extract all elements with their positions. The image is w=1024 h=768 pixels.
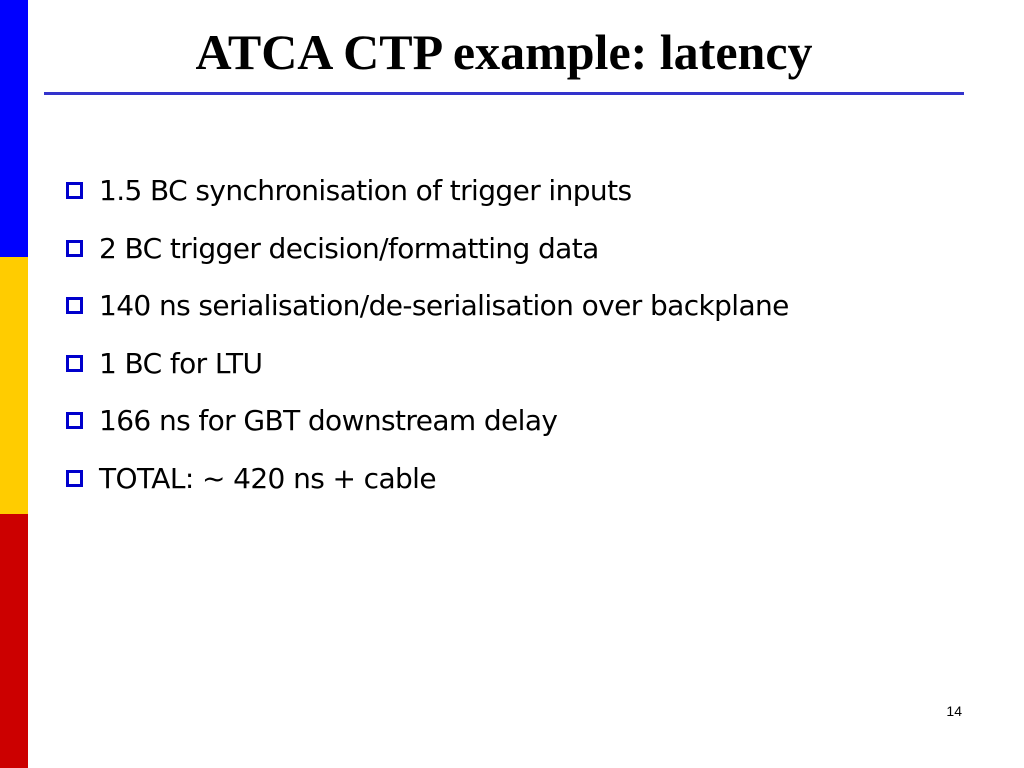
bullet-text: 166 ns for GBT downstream delay bbox=[99, 404, 558, 438]
title-underline bbox=[44, 92, 964, 95]
bullet-text: 140 ns serialisation/de-serialisation ov… bbox=[99, 289, 789, 323]
bullet-item: TOTAL: ~ 420 ns + cable bbox=[66, 450, 789, 508]
bullet-item: 1 BC for LTU bbox=[66, 335, 789, 393]
side-bar-blue-segment bbox=[0, 0, 28, 257]
hollow-square-bullet-icon bbox=[66, 182, 83, 200]
hollow-square-bullet-icon bbox=[66, 239, 83, 257]
bullet-list: 1.5 BC synchronisation of trigger inputs… bbox=[66, 162, 789, 507]
side-bar-red-segment bbox=[0, 514, 28, 768]
slide-title: ATCA CTP example: latency bbox=[195, 24, 813, 80]
bullet-text: 1 BC for LTU bbox=[99, 346, 263, 380]
hollow-square-bullet-icon bbox=[66, 297, 83, 315]
hollow-square-bullet-icon bbox=[66, 354, 83, 372]
bullet-item: 1.5 BC synchronisation of trigger inputs bbox=[66, 162, 789, 220]
side-bar-yellow-segment bbox=[0, 257, 28, 514]
hollow-square-bullet-icon bbox=[66, 469, 83, 487]
bullet-item: 2 BC trigger decision/formatting data bbox=[66, 220, 789, 278]
hollow-square-bullet-icon bbox=[66, 412, 83, 430]
bullet-item: 140 ns serialisation/de-serialisation ov… bbox=[66, 277, 789, 335]
side-color-bar bbox=[0, 0, 28, 768]
bullet-text: TOTAL: ~ 420 ns + cable bbox=[99, 461, 437, 495]
bullet-text: 2 BC trigger decision/formatting data bbox=[99, 231, 599, 265]
bullet-text: 1.5 BC synchronisation of trigger inputs bbox=[99, 174, 632, 208]
bullet-item: 166 ns for GBT downstream delay bbox=[66, 392, 789, 450]
page-number: 14 bbox=[946, 703, 962, 719]
